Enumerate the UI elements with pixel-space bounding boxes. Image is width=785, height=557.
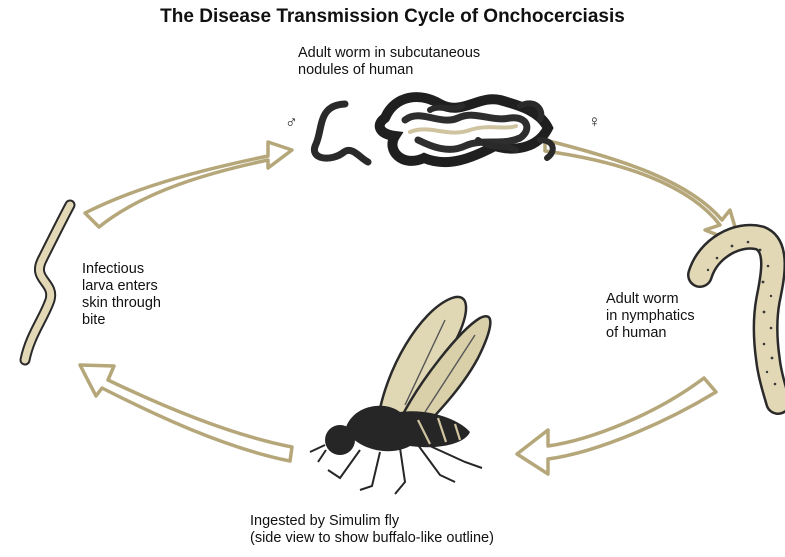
female-worm-nodule-illustration [374,92,556,167]
stage-label-line: larva enters [82,278,158,294]
simulium-fly-illustration [309,295,492,495]
stage-label-line: Infectious [82,261,145,277]
stage-label-line: Adult worm in subcutaneous [298,45,481,61]
stage-label-line: in nymphatics [606,308,695,324]
stage-label-adult-worm-nodules: Adult worm in subcutaneous nodules of hu… [298,45,480,79]
arrow-nymphatics-to-fly [515,376,718,476]
arrow-larva-to-adult-worm [83,140,294,229]
stage-label-line: nodules of human [298,62,414,78]
infectious-larva-illustration [19,199,76,366]
stage-label-line: (side view to show buffalo-like outline) [250,530,494,546]
stage-label-line: bite [82,312,106,328]
stage-label-simulium-fly: Ingested by Simulim fly (side view to sh… [250,513,494,547]
stage-label-line: Ingested by Simulim fly [250,513,400,529]
male-symbol: ♂ [285,113,298,132]
nymphatic-worm-illustration [687,223,785,415]
page-title: The Disease Transmission Cycle of Onchoc… [160,6,625,27]
stage-label-infectious-larva: Infectious larva enters skin through bit… [82,261,161,329]
arrow-adult-worm-to-nymphatics [543,138,742,246]
arrow-fly-to-larva [78,363,294,463]
stage-label-line: Adult worm [606,291,679,307]
female-symbol: ♀ [588,112,601,131]
stage-label-adult-worm-nymphatics: Adult worm in nymphatics of human [606,291,695,342]
male-worm-illustration [310,100,372,166]
stage-label-line: skin through [82,295,161,311]
stage-label-line: of human [606,325,667,341]
